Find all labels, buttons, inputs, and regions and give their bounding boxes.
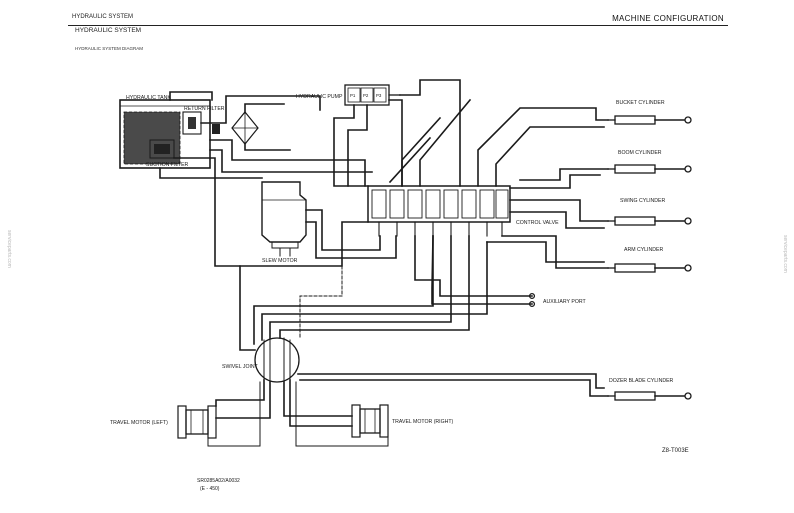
label-bucket-cylinder: BUCKET CYLINDER [616, 100, 665, 106]
label-slew-motor: SLEW MOTOR [262, 258, 298, 264]
hydraulic-lines [159, 79, 609, 447]
travel-motor-right [351, 404, 389, 438]
hydraulic-tank [119, 99, 211, 169]
label-suction-filter: SUCTION FILTER [146, 162, 189, 168]
oil-cooler [231, 111, 259, 145]
label-travel-motor-left: TRAVEL MOTOR (LEFT) [110, 420, 168, 426]
footer-code-line2: (E - 450) [200, 486, 220, 492]
travel-motor-left [177, 405, 217, 439]
label-pump-p2: P2 [363, 93, 369, 98]
swing-cylinder [607, 216, 692, 226]
control-valve-block [367, 185, 511, 237]
figure-code: Z8-T003E [662, 448, 689, 454]
chapter-title: MACHINE CONFIGURATION [612, 14, 724, 23]
label-hydraulic-pump: HYDRAULIC PUMP [296, 94, 343, 100]
boom-cylinder [607, 164, 692, 174]
label-control-valve: CONTROL VALVE [516, 220, 559, 226]
label-pump-p3: P3 [376, 93, 382, 98]
label-pump-p1: P1 [350, 93, 356, 98]
label-arm-cylinder: ARM CYLINDER [624, 247, 663, 253]
label-dozer-blade-cylinder: DOZER BLADE CYLINDER [609, 378, 674, 384]
label-auxiliary-port: AUXILIARY PORT [543, 299, 587, 305]
footer-code-line1: SR0285A02/A0032 [197, 478, 240, 484]
section-title-small: HYDRAULIC SYSTEM [72, 14, 134, 20]
label-return-filter: RETURN FILTER [184, 106, 225, 112]
header-rule [68, 25, 728, 26]
section-title: HYDRAULIC SYSTEM [75, 27, 142, 34]
label-swivel-joint: SWIVEL JOINT [222, 364, 259, 370]
swivel-joint [254, 337, 300, 383]
subsection-title: HYDRAULIC SYSTEM DIAGRAM [75, 46, 144, 51]
slew-motor [261, 181, 307, 257]
tank-breather [212, 124, 220, 134]
watermark-left: serviceparts.com [6, 230, 12, 268]
dozer-blade-cylinder [607, 391, 692, 401]
arm-cylinder [607, 263, 692, 273]
label-swing-cylinder: SWING CYLINDER [620, 198, 666, 204]
return-filter [182, 111, 202, 135]
suction-filter [149, 139, 175, 159]
watermark-right: serviceparts.com [782, 235, 788, 273]
bucket-cylinder [607, 115, 692, 125]
label-hydraulic-tank: HYDRAULIC TANK [126, 95, 171, 101]
label-travel-motor-right: TRAVEL MOTOR (RIGHT) [392, 419, 454, 425]
label-boom-cylinder: BOOM CYLINDER [618, 150, 662, 156]
